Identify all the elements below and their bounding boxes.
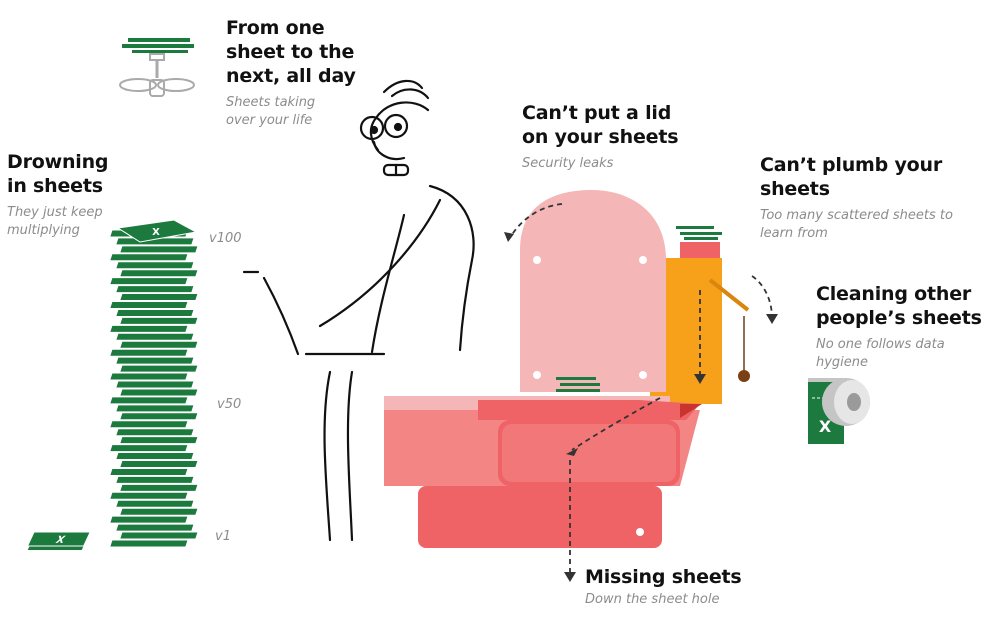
callout-title: Missing sheets <box>585 566 742 588</box>
callout-subtitle: They just keep multiplying <box>7 205 103 238</box>
stack-sheet <box>115 308 195 317</box>
stack-sheet <box>115 356 195 365</box>
stack-sheet <box>119 340 199 349</box>
fallen-sheet-icon: X <box>26 531 91 550</box>
callout-one-sheet: From one sheet to the next, all day Shee… <box>226 16 356 130</box>
stack-sheet <box>119 531 199 540</box>
stack-sheet <box>109 491 189 500</box>
stack-sheet <box>115 475 195 484</box>
stack-sheet <box>119 364 199 373</box>
callout-title: From one sheet to the next, all day <box>226 17 356 87</box>
callout-title: Drowning in sheets <box>7 151 109 197</box>
stack-sheet <box>115 404 195 413</box>
stack-sheet <box>109 539 189 548</box>
stack-sheet <box>109 396 189 405</box>
stack-sheet <box>119 507 199 516</box>
callout-missing: Missing sheets Down the sheet hole <box>585 565 742 609</box>
version-label-v50: v50 <box>217 397 242 412</box>
callout-title: Cleaning other people’s sheets <box>816 283 982 329</box>
callout-subtitle: Sheets taking over your life <box>226 95 316 128</box>
stack-sheet <box>109 277 189 286</box>
stack-sheet <box>115 499 195 508</box>
stack-sheet <box>119 388 199 397</box>
version-label-v1: v1 <box>215 529 231 544</box>
stack-sheet <box>115 332 195 341</box>
stack-sheet <box>109 253 189 262</box>
stack-sheet <box>115 285 195 294</box>
toilet-paper-icon: X <box>808 378 870 444</box>
callout-plumb: Can’t plumb your sheets Too many scatter… <box>760 153 953 243</box>
callout-title: Can’t plumb your sheets <box>760 154 942 200</box>
lid-arrow-icon <box>509 203 563 239</box>
stack-sheet <box>119 245 199 254</box>
callout-subtitle: Down the sheet hole <box>585 592 720 607</box>
top-sheet <box>116 219 198 243</box>
stack-sheet <box>109 444 189 453</box>
toilet-paper-letter: X <box>819 417 832 436</box>
stack-sheet <box>109 515 189 524</box>
plumb-arrow-icon <box>751 275 773 319</box>
person-figure <box>242 79 475 542</box>
callout-subtitle: Security leaks <box>522 156 614 171</box>
toilet-figure <box>384 190 750 548</box>
stack-sheet <box>119 412 199 421</box>
stack-sheet <box>109 324 189 333</box>
drain-arrow-icon <box>571 397 661 451</box>
stack-sheet <box>109 420 189 429</box>
sheet-icon-letter: X <box>152 227 160 238</box>
callout-title: Can’t put a lid on your sheets <box>522 102 679 148</box>
stack-sheet <box>109 467 189 476</box>
stack-sheet <box>119 316 199 325</box>
stack-sheet <box>119 269 199 278</box>
stack-sheet <box>119 436 199 445</box>
callout-subtitle: Too many scattered sheets to learn from <box>760 208 953 241</box>
sheet-stack-icon: X <box>109 219 199 548</box>
stack-sheet <box>115 428 195 437</box>
stack-sheet <box>115 380 195 389</box>
callout-subtitle: No one follows data hygiene <box>816 337 945 370</box>
stack-sheet <box>109 348 189 357</box>
callout-drowning: Drowning in sheets They just keep multip… <box>7 150 109 240</box>
stack-sheet <box>115 261 195 270</box>
callout-cleaning: Cleaning other people’s sheets No one fo… <box>816 282 982 372</box>
stack-sheet <box>119 293 199 302</box>
stack-sheet <box>109 372 189 381</box>
stack-sheet <box>119 483 199 492</box>
callout-lid: Can’t put a lid on your sheets Security … <box>522 101 679 173</box>
svg-text:X: X <box>54 534 67 545</box>
stack-sheet <box>115 523 195 532</box>
stack-sheet <box>109 301 189 309</box>
stack-sheet <box>119 460 199 468</box>
stack-sheet <box>115 452 195 461</box>
ceiling-fan-icon <box>119 38 195 97</box>
version-label-v100: v100 <box>209 231 242 246</box>
